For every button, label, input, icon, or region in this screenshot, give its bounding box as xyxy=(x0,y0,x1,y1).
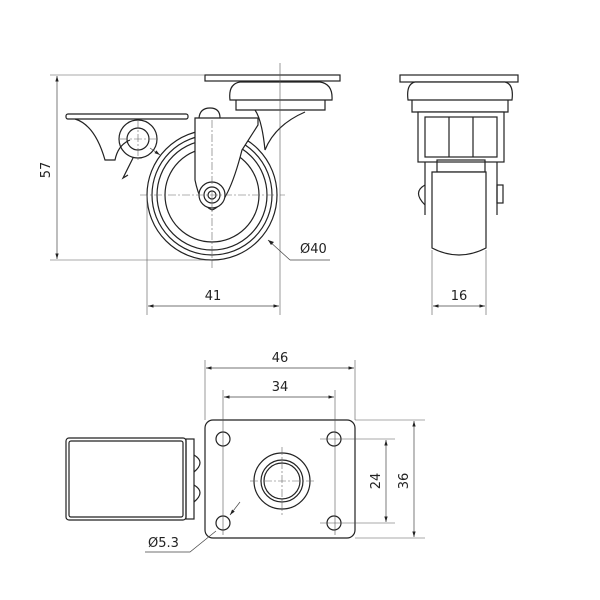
mounting-plate xyxy=(204,419,356,539)
swivel-housing xyxy=(229,81,333,101)
front-view: 16 xyxy=(399,74,519,315)
height-dimension-label: 57 xyxy=(39,162,54,179)
axle-nut-right xyxy=(496,184,504,204)
wheel-width-label: 16 xyxy=(451,289,468,304)
fork-crown xyxy=(417,111,505,163)
fork-crown-inner xyxy=(424,116,498,158)
king-pin-head xyxy=(198,107,221,119)
swivel-bearing xyxy=(411,100,509,113)
hole-spacing-x-label: 34 xyxy=(272,380,289,395)
brake-hinge-knuckles xyxy=(193,454,201,503)
top-view: 46 34 24 36 Ø5.3 xyxy=(65,351,425,553)
brake-direction-arrow xyxy=(149,147,161,156)
brake-arm xyxy=(74,118,131,161)
mounting-plate xyxy=(399,74,519,83)
swivel-bearing xyxy=(235,100,326,111)
plate-depth-label: 36 xyxy=(397,473,412,490)
wheel-diameter-arrowhead xyxy=(268,240,274,245)
wheel-diameter-label: Ø40 xyxy=(300,242,327,257)
brake-spring xyxy=(121,157,134,180)
plate-width-label: 46 xyxy=(272,351,289,366)
offset-dimension-label: 41 xyxy=(205,289,222,304)
hole-diameter-arrow xyxy=(229,501,241,516)
fork-back xyxy=(254,109,306,151)
brake-pedal xyxy=(65,113,189,120)
hole-diameter-label: Ø5.3 xyxy=(148,536,179,551)
mounting-plate xyxy=(204,74,341,82)
side-view: 57 41 Ø40 xyxy=(39,63,341,315)
swivel-housing xyxy=(407,81,513,101)
brake-hinge xyxy=(185,438,195,520)
brake-pedal-inner xyxy=(68,440,184,518)
brake-pedal xyxy=(65,437,187,521)
axle-cap-left xyxy=(417,184,426,206)
hole-spacing-y-label: 24 xyxy=(369,473,384,490)
hole-diameter-leader xyxy=(145,530,217,553)
wheel xyxy=(431,171,487,256)
